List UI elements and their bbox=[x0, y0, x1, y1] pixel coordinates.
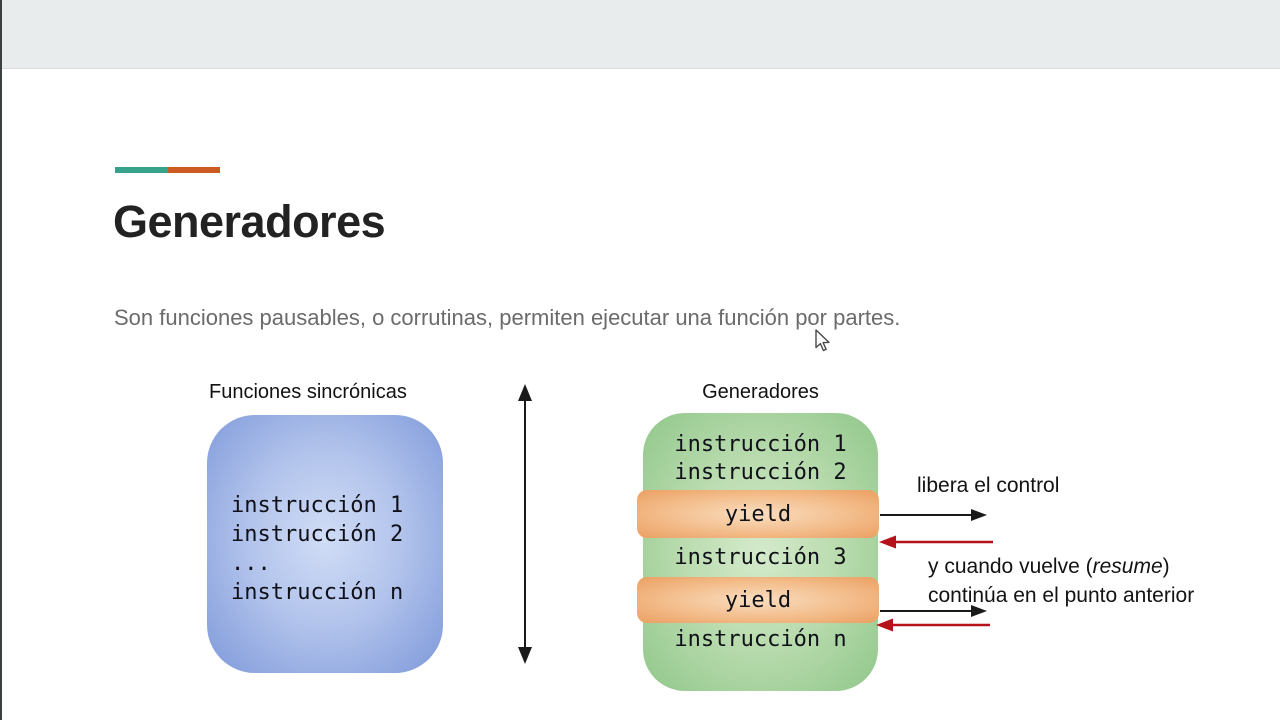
release-control-label: libera el control bbox=[917, 474, 1060, 497]
page-title: Generadores bbox=[113, 196, 386, 247]
sync-code-line: instrucción n bbox=[231, 580, 404, 605]
resume-prefix: y cuando vuelve ( bbox=[928, 555, 1093, 578]
subtitle-text: Son funciones pausables, o corrutinas, p… bbox=[114, 305, 901, 330]
sync-functions-box bbox=[207, 415, 443, 673]
yield-label-1: yield bbox=[724, 501, 792, 527]
accent-orange-segment bbox=[168, 167, 220, 173]
sync-code-line: instrucción 2 bbox=[231, 522, 404, 547]
yield-label-2: yield bbox=[724, 587, 792, 613]
control-flow-arrows bbox=[876, 509, 993, 632]
vertical-double-arrow bbox=[518, 384, 532, 664]
gen-code-line-n: instrucción n bbox=[674, 627, 847, 652]
resume-label-line2: continúa en el punto anterior bbox=[928, 584, 1195, 607]
sync-code-block: instrucción 1 instrucción 2... instrucción… bbox=[231, 491, 403, 607]
generators-box-label: Generadores bbox=[702, 381, 819, 403]
resume-italic-word: resume bbox=[1092, 555, 1163, 578]
sync-functions-label: Funciones sincrónicas bbox=[209, 381, 407, 403]
accent-teal-segment bbox=[115, 167, 168, 173]
gen-code-line-2: instrucción 2 bbox=[674, 460, 847, 485]
screen-left-edge bbox=[0, 0, 2, 720]
yield-band-2: yield bbox=[637, 577, 879, 623]
top-gray-band bbox=[0, 0, 1280, 69]
resume-label: y cuando vuelve (resume) continúa en el … bbox=[928, 552, 1194, 610]
gen-code-line-1: instrucción 1 bbox=[674, 432, 847, 457]
resume-label-line1: y cuando vuelve (resume) bbox=[928, 552, 1194, 581]
mouse-cursor-icon bbox=[815, 329, 830, 352]
resume-suffix: ) bbox=[1162, 555, 1170, 578]
generator-box bbox=[643, 413, 878, 691]
yield-band-1: yield bbox=[637, 490, 879, 538]
title-accent-bar bbox=[115, 167, 220, 173]
sync-code-line: instrucción 1 bbox=[231, 493, 404, 518]
sync-code-line: ... bbox=[231, 551, 271, 576]
gen-code-line-3: instrucción 3 bbox=[674, 545, 847, 570]
